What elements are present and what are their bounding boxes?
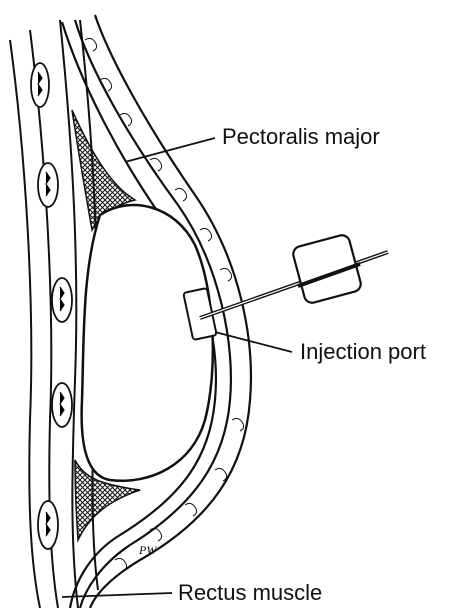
tissue-expander [82,205,213,481]
leader-injection [215,332,292,352]
label-injection-port: Injection port [300,341,426,363]
rib-sections [31,63,72,549]
artist-signature: PW [139,543,156,558]
leader-rectus [62,593,172,597]
label-rectus-muscle: Rectus muscle [178,582,322,604]
label-pectoralis-major: Pectoralis major [222,126,380,148]
